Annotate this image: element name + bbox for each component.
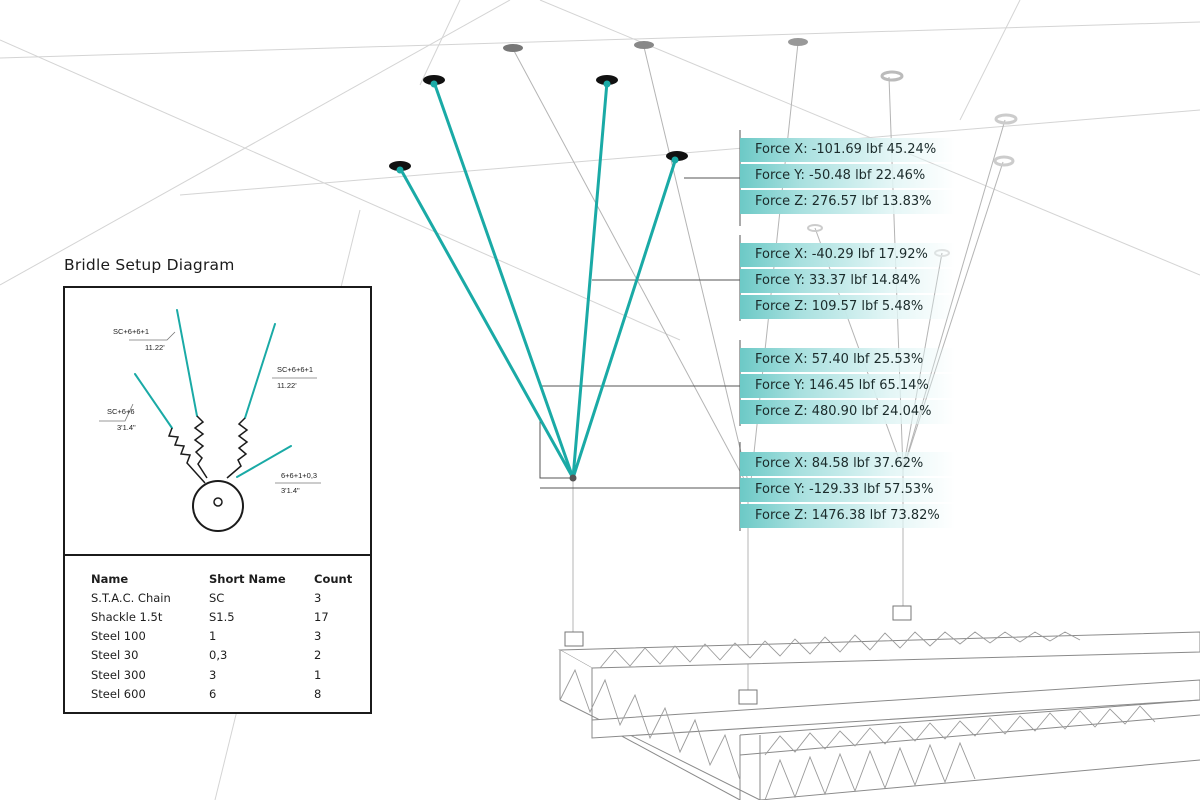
bridle-leg	[398, 166, 575, 480]
legend-row: Steel 30 0,3 2	[91, 646, 364, 665]
leg-spec-label: SC+6+6+1	[277, 365, 313, 374]
active-rigging-points	[389, 75, 688, 174]
bridle-leg	[432, 80, 575, 480]
force-x-label: Force X: -40.29 lbf 17.92%	[740, 243, 960, 267]
force-z-label: Force Z: 109.57 lbf 5.48%	[740, 295, 960, 319]
leg-length-label: 11.22'	[145, 343, 165, 352]
legend-cell-count: 2	[314, 648, 322, 663]
bridle-leg	[571, 80, 609, 480]
legend-cell-short-name: 1	[209, 629, 217, 644]
rigging-point-icon	[994, 113, 1018, 125]
legend-row: Steel 300 3 1	[91, 665, 364, 684]
force-x-label: Force X: -101.69 lbf 45.24%	[740, 138, 960, 162]
legend-cell-count: 3	[314, 629, 322, 644]
legend-header-short-name: Short Name	[209, 571, 286, 586]
legend-cell-count: 17	[314, 609, 329, 624]
legend-cell-short-name: 3	[209, 667, 217, 682]
legend-header-name: Name	[91, 571, 129, 586]
force-x-label: Force X: 57.40 lbf 25.53%	[740, 348, 960, 372]
leg-length-label: 3'1.4"	[281, 486, 300, 495]
legend-cell-name: Steel 30	[91, 648, 139, 663]
legend-cell-count: 3	[314, 590, 322, 605]
legend-cell-name: Steel 100	[91, 629, 146, 644]
rigging-point-icon	[503, 44, 523, 52]
legend-row: Steel 600 6 8	[91, 684, 364, 703]
legend-cell-short-name: SC	[209, 590, 225, 605]
force-y-label: Force Y: 33.37 lbf 14.84%	[740, 269, 960, 293]
legend-cell-name: S.T.A.C. Chain	[91, 590, 171, 605]
bridle-legs	[398, 80, 678, 480]
bridle-leg	[176, 309, 198, 417]
diagram-title: Bridle Setup Diagram	[64, 256, 235, 274]
panel-divider	[65, 554, 370, 556]
leg-length-label: 3'1.4"	[117, 423, 136, 432]
leg-spec-label: SC+6+6	[107, 407, 135, 416]
rigging-point-icon	[993, 155, 1015, 167]
rigging-point-icon	[596, 75, 618, 88]
legend-cell-short-name: 6	[209, 686, 217, 701]
force-group-3: Force X: 57.40 lbf 25.53% Force Y: 146.4…	[740, 348, 960, 426]
legend-row: Shackle 1.5t S1.5 17	[91, 607, 364, 626]
rigging-point-icon	[634, 41, 654, 49]
truss-corner-blocks	[564, 605, 912, 705]
leg-spec-label: SC+6+6+1	[113, 327, 149, 336]
bridle-apex	[569, 474, 577, 482]
truss-webbing	[559, 631, 1156, 800]
legend-cell-name: Steel 300	[91, 667, 146, 682]
rigging-point-icon	[389, 161, 411, 174]
legend-row: S.T.A.C. Chain SC 3	[91, 588, 364, 607]
legend-header-row: Name Short Name Count	[91, 569, 364, 588]
rigging-point-icon	[788, 38, 808, 46]
bridle-leg	[244, 323, 276, 419]
force-y-label: Force Y: -50.48 lbf 22.46%	[740, 164, 960, 188]
chain-segment	[226, 417, 249, 479]
legend-cell-short-name: S1.5	[209, 609, 235, 624]
legend-cell-count: 1	[314, 667, 322, 682]
leg-length-label: 11.22'	[277, 381, 297, 390]
bridle-leg	[134, 373, 173, 429]
legend-cell-count: 8	[314, 686, 322, 701]
chain-segment	[167, 427, 206, 484]
force-z-label: Force Z: 276.57 lbf 13.83%	[740, 190, 960, 214]
legend-cell-short-name: 0,3	[209, 648, 228, 663]
force-y-label: Force Y: -129.33 lbf 57.53%	[740, 478, 960, 502]
force-group-4: Force X: 84.58 lbf 37.62% Force Y: -129.…	[740, 452, 960, 530]
rigging-point-icon	[666, 151, 688, 164]
rigging-point-icon	[880, 70, 904, 82]
rigging-point-icon	[807, 224, 823, 232]
legend-row: Steel 100 1 3	[91, 627, 364, 646]
rigging-point-icon	[423, 75, 445, 88]
force-z-label: Force Z: 1476.38 lbf 73.82%	[740, 504, 960, 528]
force-y-label: Force Y: 146.45 lbf 65.14%	[740, 374, 960, 398]
legend-cell-name: Shackle 1.5t	[91, 609, 163, 624]
force-z-label: Force Z: 480.90 lbf 24.04%	[740, 400, 960, 424]
force-group-2: Force X: -40.29 lbf 17.92% Force Y: 33.3…	[740, 243, 960, 321]
chain-segment	[193, 415, 208, 479]
bridle-leg	[236, 445, 292, 478]
legend-table: Name Short Name Count S.T.A.C. Chain SC …	[91, 569, 364, 703]
leg-spec-label: 6+6+1+0,3	[281, 471, 317, 480]
bridle-diagram-panel: SC+6+6+1 11.22' SC+6+6+1 11.22' SC+6+6 3…	[63, 286, 372, 714]
bridle-illustration: SC+6+6+1 11.22' SC+6+6+1 11.22' SC+6+6 3…	[99, 309, 321, 532]
truss-frame	[558, 631, 1200, 800]
bridle-leg	[571, 156, 678, 480]
force-group-1: Force X: -101.69 lbf 45.24% Force Y: -50…	[740, 138, 960, 216]
legend-cell-name: Steel 600	[91, 686, 146, 701]
force-x-label: Force X: 84.58 lbf 37.62%	[740, 452, 960, 476]
legend-header-count: Count	[314, 571, 353, 586]
